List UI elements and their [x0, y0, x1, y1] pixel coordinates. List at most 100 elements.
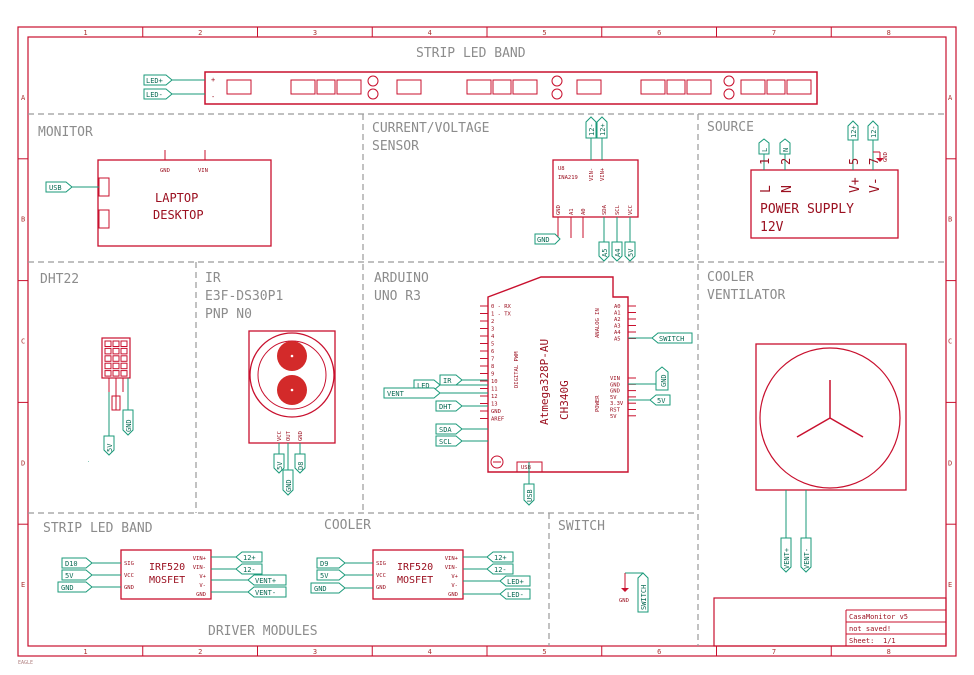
power-supply-component: POWER SUPPLY 12V GND — [750, 140, 899, 239]
net-flag-psu-12-minus: 12- — [867, 120, 879, 141]
section-title-arduino-1: ARDUINO — [374, 271, 429, 286]
net-flag-m2-gnd: GND — [310, 582, 346, 594]
mosfet-right-pin-label: V- — [199, 583, 206, 589]
dht22-grille-cell — [120, 347, 128, 355]
arduino-left-pin-label: 13 — [491, 402, 498, 408]
net-flag-m2-led-plus: LED+ — [499, 575, 531, 587]
net-flag-m2-12-plus: 12+ — [486, 551, 514, 563]
mosfet-right-pin-label: VIN- — [193, 565, 206, 571]
net-flag-m1-12-minus: 12- — [235, 563, 263, 575]
dht22-grille-cell — [112, 340, 120, 347]
ina219-bottom-pin-label: GND — [556, 205, 562, 215]
dht22-grille-cell — [112, 362, 120, 370]
title-block-sheet-label: Sheet: — [849, 637, 874, 645]
arduino-left-pin-label: 11 — [491, 387, 498, 393]
net-flag-dht-gnd: GND — [122, 409, 134, 436]
arduino-right-pin-label: A5 — [614, 337, 621, 343]
frame-column-label: 8 — [887, 29, 891, 37]
svg-text:LED-: LED- — [507, 591, 524, 599]
arduino-left-pin-label: 0 - RX — [491, 304, 512, 310]
mosfet-right-pin-label: V+ — [451, 574, 458, 580]
arduino-left-pin-label: 7 — [491, 357, 494, 363]
frame-row-label: E — [948, 581, 952, 589]
switch-component: GND — [619, 572, 643, 604]
net-flag-m1-d10: D10 — [61, 557, 93, 569]
ir-pin-label: OUT — [286, 430, 292, 441]
net-flag-led-plus: LED+ — [143, 74, 173, 86]
svg-text:GND: GND — [125, 419, 133, 432]
net-flag-ard-ir: IR — [439, 374, 463, 386]
mosfet-right-pin-label: GND — [196, 592, 206, 598]
net-flag-ard-gnd: GND — [655, 366, 669, 391]
mosfet-right-pin-label: VIN- — [445, 565, 458, 571]
arduino-right-group-a: ANALOG IN — [595, 308, 601, 338]
svg-text:D9: D9 — [320, 560, 328, 568]
net-flag-m1-gnd: GND — [57, 581, 93, 593]
svg-text:USB: USB — [49, 184, 62, 192]
net-flag-m1-vent-plus: VENT+ — [247, 574, 287, 586]
svg-text:GND: GND — [285, 479, 293, 492]
frame-row-label: A — [948, 94, 953, 102]
mosfet2-component: IRF520 MOSFET — [345, 549, 500, 600]
monitor-label-2: DESKTOP — [153, 208, 204, 222]
arduino-right-pin-label: RST — [610, 408, 621, 414]
svg-text:SWITCH: SWITCH — [659, 335, 684, 343]
mosfet-right-pin-label: V- — [451, 583, 458, 589]
svg-text:5V: 5V — [657, 397, 666, 405]
frame-row-label: D — [948, 459, 952, 467]
monitor-component: GND VIN LAPTOP DESKTOP — [72, 150, 272, 247]
frame-column-label: 2 — [198, 648, 202, 656]
dht22-grille-cell — [104, 370, 112, 377]
ina219-top-pin-label: VIN+ — [600, 167, 606, 181]
svg-text:12+: 12+ — [243, 554, 256, 562]
arduino-left-pin-label: 1 - TX — [491, 312, 512, 318]
arduino-left-pin-label: 8 — [491, 364, 494, 370]
frame-row-label: B — [21, 216, 25, 224]
power-supply-pin-label: V- — [868, 177, 883, 193]
svg-text:12-: 12- — [870, 125, 878, 138]
net-flag-psu-l: L — [758, 138, 770, 155]
arduino-left-pin-label: 12 — [491, 394, 498, 400]
net-flag-ir-5v: 5V — [273, 453, 285, 474]
net-flag-ard-switch: SWITCH — [651, 332, 693, 344]
net-flag-switch: SWITCH — [637, 572, 649, 613]
arduino-right-pin-label: GND — [610, 389, 620, 395]
svg-text:5V: 5V — [65, 572, 74, 580]
svg-text:LED+: LED+ — [146, 77, 163, 85]
section-title-source: SOURCE — [707, 120, 754, 135]
arduino-chip: Atmega328P-AU — [538, 339, 551, 425]
svg-text:VENT+: VENT+ — [783, 548, 791, 569]
strip-led-minus-pin: - — [211, 93, 215, 101]
dht22-grille-cell — [104, 355, 112, 362]
section-title-driver-modules: DRIVER MODULES — [208, 624, 318, 639]
mosfet-left-pin-label: GND — [124, 585, 134, 591]
ina219-bottom-pin-label: VCC — [628, 205, 634, 215]
frame-row-label: C — [948, 338, 952, 346]
svg-text:VENT-: VENT- — [803, 548, 811, 569]
svg-text:12-: 12- — [588, 123, 596, 136]
frame-column-label: 7 — [772, 29, 776, 37]
net-flag-ina-gnd: GND — [534, 233, 561, 245]
svg-text:D10: D10 — [65, 560, 78, 568]
frame-row-label: A — [21, 94, 26, 102]
dht22-grille-cell — [120, 362, 128, 370]
frame-row-label: B — [948, 216, 952, 224]
svg-text:LED: LED — [417, 382, 430, 390]
net-flag-m1-vent-minus: VENT- — [247, 586, 287, 598]
svg-text:IR: IR — [443, 377, 452, 385]
strip-led-plus-pin: + — [211, 76, 215, 84]
section-dividers — [28, 113, 946, 646]
svg-text:A5: A5 — [601, 249, 609, 257]
frame-row-label: C — [21, 338, 25, 346]
dht22-grille-cell — [104, 340, 112, 347]
arduino-right-pin-label: 5V — [610, 395, 617, 401]
net-flag-m2-d9: D9 — [316, 557, 346, 569]
power-supply-pin-number: 7 — [867, 158, 881, 165]
frame-column-label: 6 — [657, 29, 661, 37]
ina219-bottom-pin-label: SCL — [615, 204, 621, 215]
net-flag-usb-monitor: USB — [45, 181, 73, 193]
svg-text:LED-: LED- — [146, 91, 163, 99]
svg-text:USB: USB — [526, 489, 534, 502]
ina219-bottom-pin-label: SDA — [602, 204, 608, 215]
